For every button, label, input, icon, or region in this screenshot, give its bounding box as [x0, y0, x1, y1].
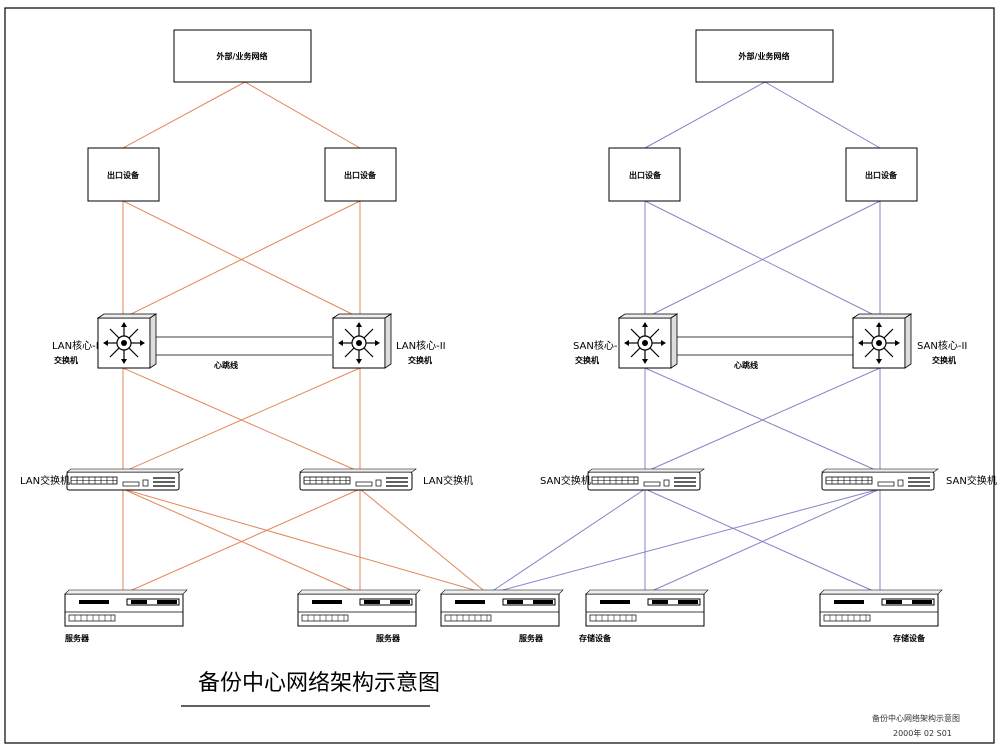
lan-switch-2-icon [299, 468, 417, 491]
heartbeat-links [152, 336, 853, 356]
lan-switch-1-icon [66, 468, 184, 491]
exit-device-label: 出口设备 [865, 170, 898, 180]
exit-device-lan-2: 出口设备 [324, 147, 397, 202]
san-core-2-label: SAN核心-II [917, 339, 967, 352]
exit-device-label: 出口设备 [107, 170, 140, 180]
lan-core-2-label: LAN核心-II [396, 339, 446, 352]
external-network-lan-label: 外部/业务网络 [217, 51, 268, 61]
external-network-san-label: 外部/业务网络 [739, 51, 790, 61]
exit-device-san-1: 出口设备 [608, 147, 681, 202]
san-core-1-label: SAN核心-I [573, 339, 620, 352]
server-3-label: 服务器 [519, 633, 544, 643]
footer-line-2: 2000年 02 S01 [893, 728, 952, 738]
san-links [487, 81, 881, 595]
lan-links [122, 81, 489, 595]
external-network-lan: 外部/业务网络 [173, 29, 312, 83]
storage-1-icon [585, 589, 709, 627]
san-core-2-switch-icon [852, 313, 912, 369]
external-network-san: 外部/业务网络 [695, 29, 834, 83]
diagram-title: 备份中心网络架构示意图 [198, 671, 440, 696]
server-1-label: 服务器 [65, 633, 90, 643]
page-frame [4, 7, 995, 744]
storage-1-label: 存储设备 [578, 633, 612, 643]
lan-switch-1-label: LAN交换机 [20, 474, 70, 487]
server-2-label: 服务器 [376, 633, 401, 643]
san-switch-1-icon [587, 468, 705, 491]
server-1-icon [64, 589, 188, 627]
server-2-icon [297, 589, 421, 627]
san-switch-2-icon [821, 468, 939, 491]
san-core-1-sublabel: 交换机 [575, 355, 599, 365]
exit-device-label: 出口设备 [344, 170, 377, 180]
lan-core-1-label: LAN核心-I [52, 339, 99, 352]
lan-core-1-switch-icon [97, 313, 157, 369]
footer-line-1: 备份中心网络架构示意图 [872, 713, 960, 723]
storage-2-icon [819, 589, 943, 627]
lan-core-2-sublabel: 交换机 [408, 355, 432, 365]
san-switch-2-label: SAN交换机 [946, 474, 997, 487]
lan-core-2-switch-icon [332, 313, 392, 369]
exit-device-san-2: 出口设备 [845, 147, 918, 202]
san-core-1-switch-icon [618, 313, 678, 369]
exit-device-lan-1: 出口设备 [87, 147, 160, 202]
san-core-2-sublabel: 交换机 [932, 355, 956, 365]
lan-core-1-sublabel: 交换机 [54, 355, 78, 365]
san-heartbeat-label: 心跳线 [734, 360, 758, 370]
lan-heartbeat-label: 心跳线 [214, 360, 238, 370]
storage-2-label: 存储设备 [892, 633, 926, 643]
lan-switch-2-label: LAN交换机 [423, 474, 473, 487]
server-3-icon [440, 589, 564, 627]
san-switch-1-label: SAN交换机 [540, 474, 591, 487]
exit-device-label: 出口设备 [629, 170, 662, 180]
